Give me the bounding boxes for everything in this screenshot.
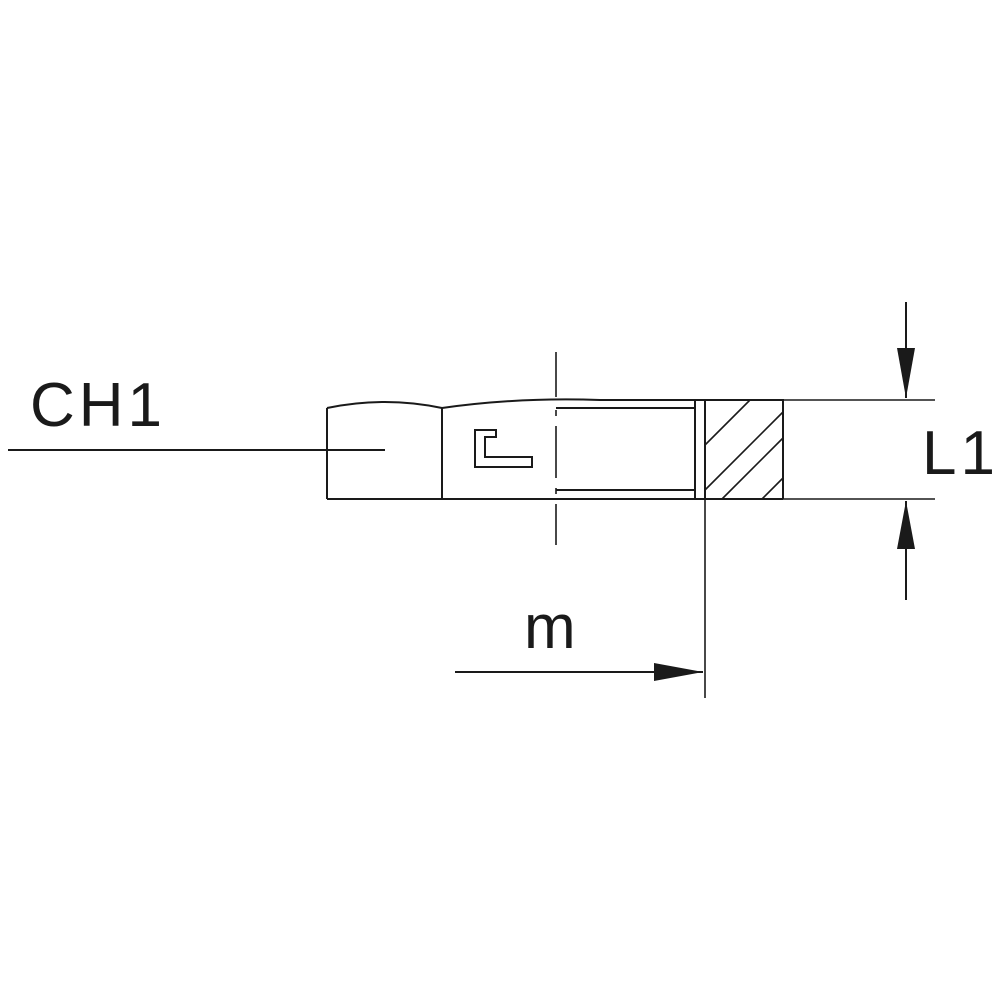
notch-symbol xyxy=(474,429,533,468)
nut-body xyxy=(326,398,784,500)
m-label: m xyxy=(524,593,580,662)
section-hatching xyxy=(704,399,784,500)
m-arrow-right-icon xyxy=(654,663,703,681)
ch1-label: CH1 xyxy=(30,371,166,440)
thread-bore xyxy=(556,400,706,499)
l1-arrow-down-icon xyxy=(897,348,915,398)
l1-label: L1 xyxy=(922,419,999,488)
l1-dimension xyxy=(783,302,935,600)
m-dimension xyxy=(455,499,706,698)
l1-arrow-up-icon xyxy=(897,501,915,549)
